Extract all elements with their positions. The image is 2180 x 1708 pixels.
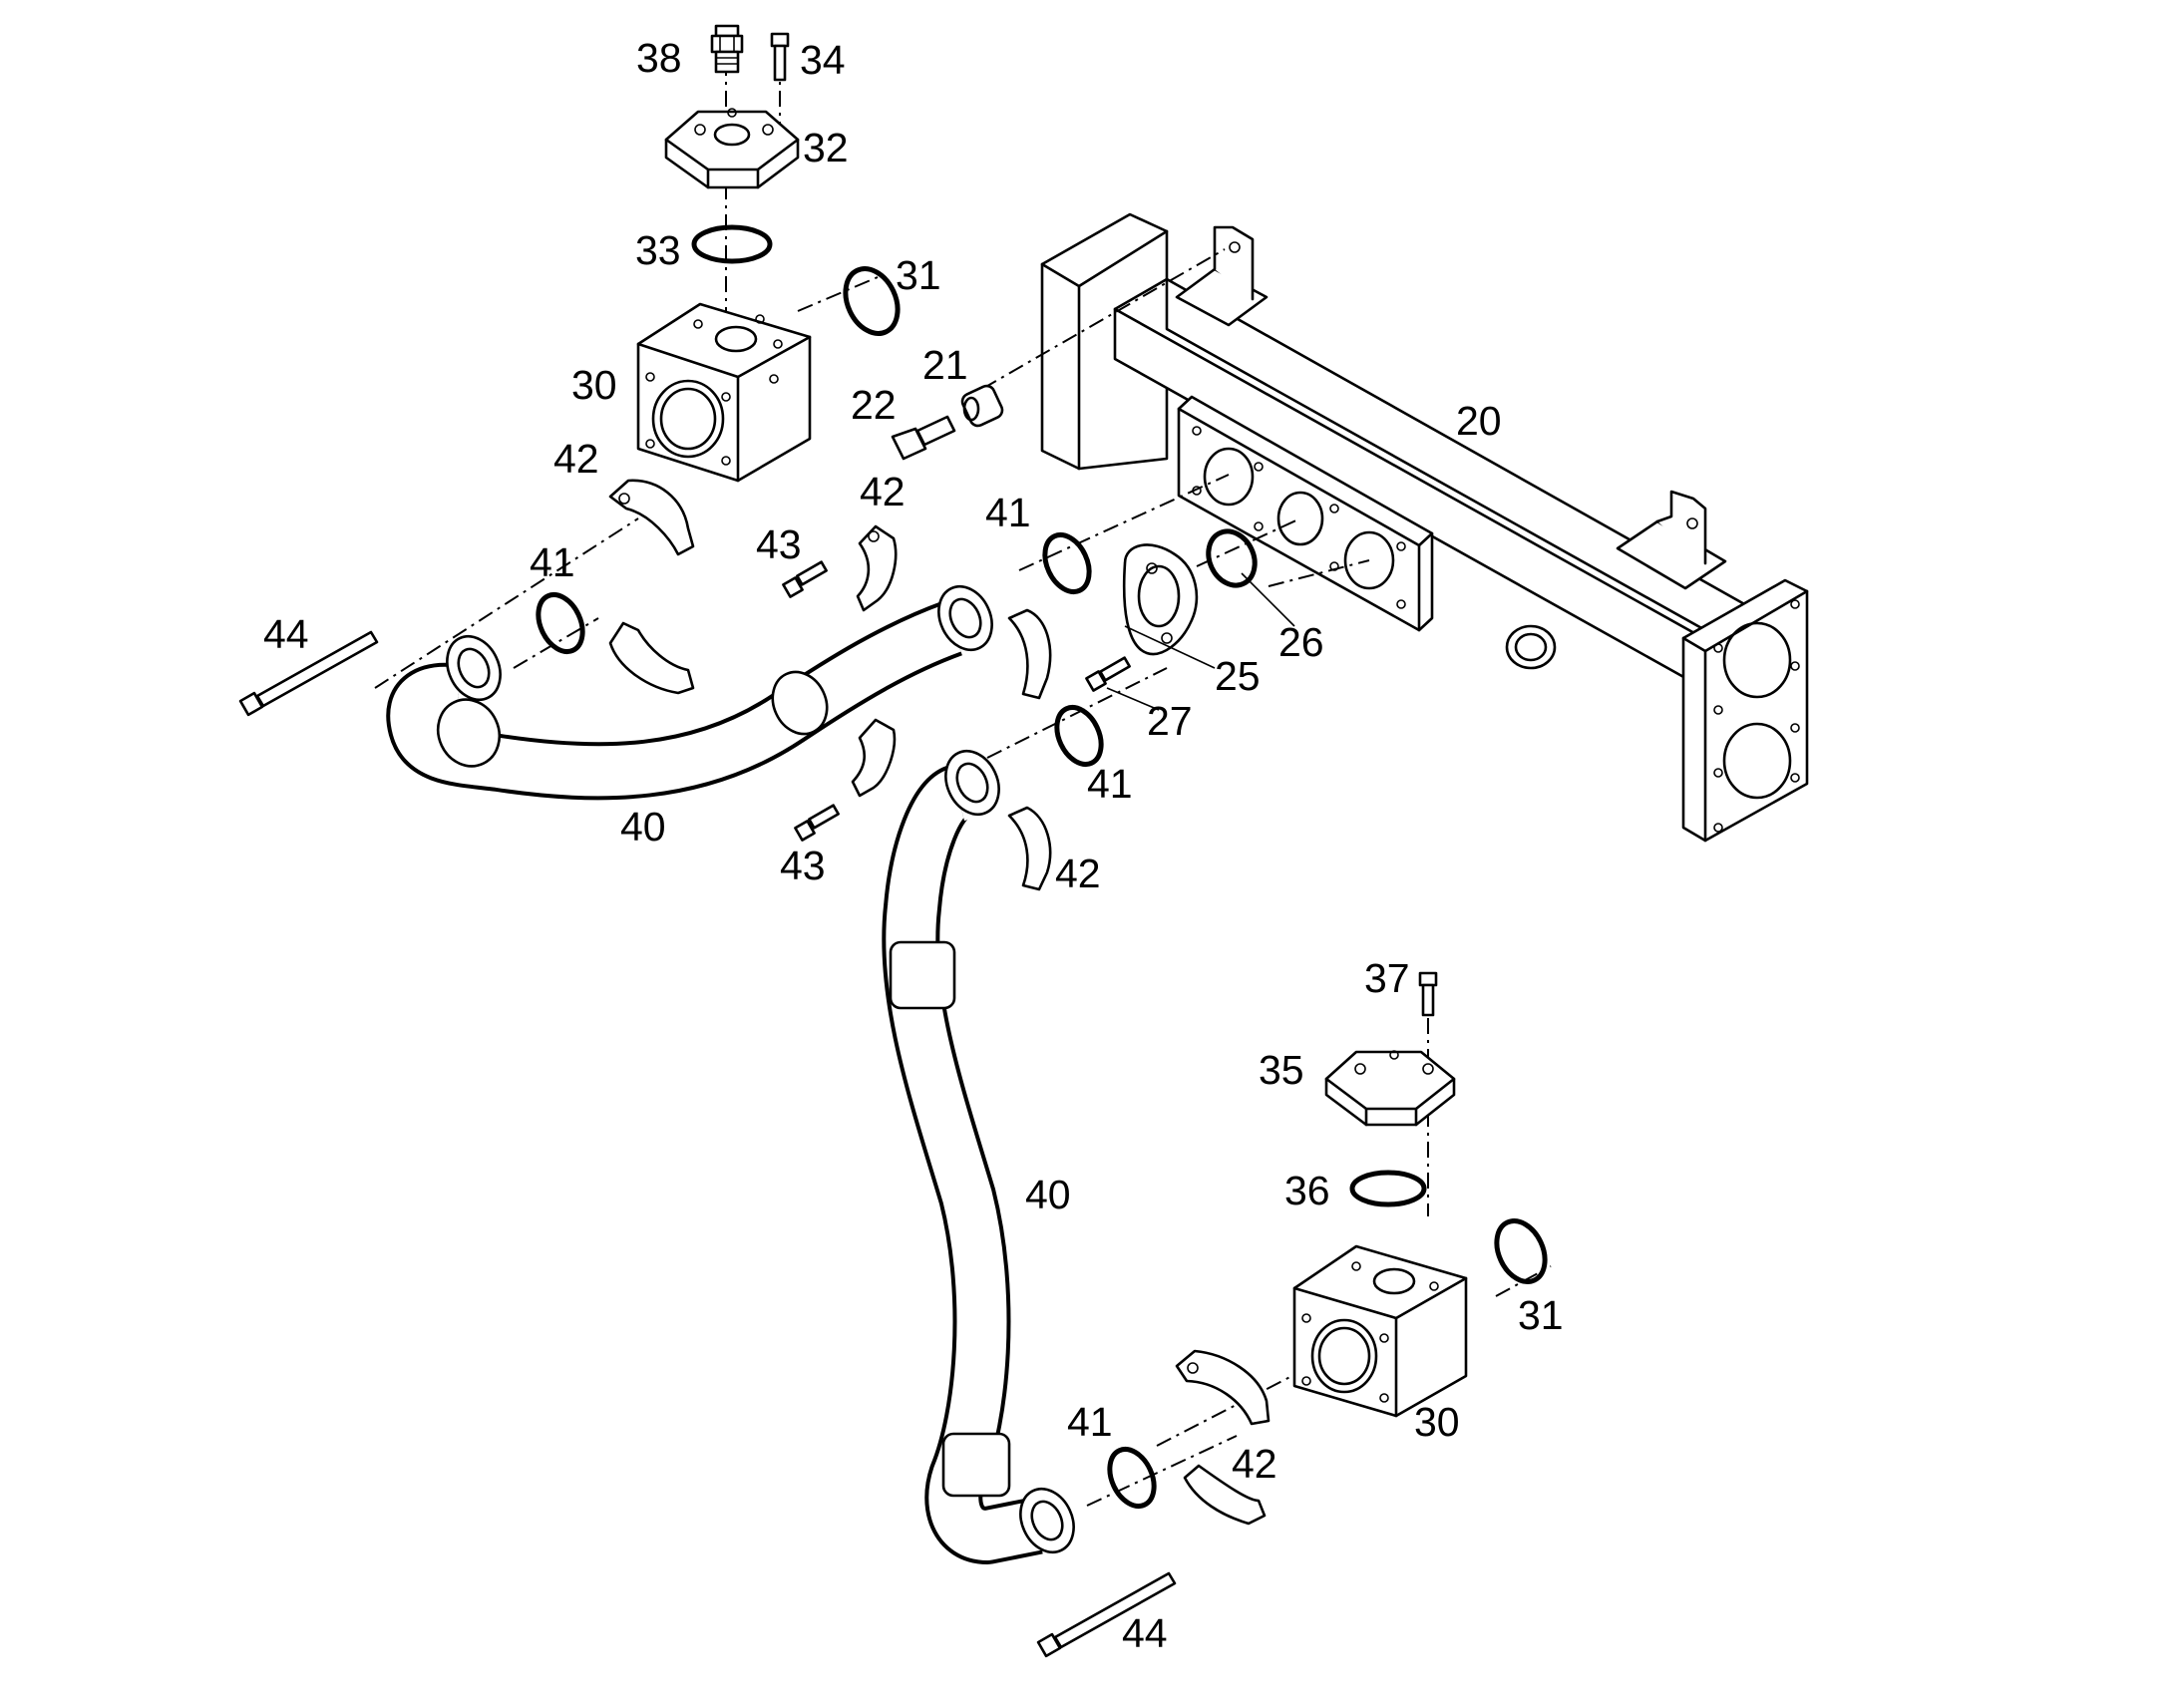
callout-31-upper: 31	[896, 252, 941, 298]
callout-labels: 38 34 32 33 31 30 21 22 20 42 42 43 41 4…	[263, 35, 1564, 1656]
bushing-part-21	[960, 384, 1004, 428]
callout-20: 20	[1456, 398, 1502, 444]
callout-40-lower: 40	[1025, 1172, 1071, 1217]
callout-43-a: 43	[756, 521, 802, 567]
callout-40-upper: 40	[620, 804, 666, 850]
callout-43-b: 43	[780, 843, 826, 888]
clamp-half-part-42-a	[608, 479, 695, 556]
clamp-half-part-42-e	[851, 718, 897, 798]
screw-part-43-b	[794, 804, 840, 842]
callout-36: 36	[1284, 1168, 1330, 1213]
callout-22: 22	[851, 382, 897, 428]
o-ring-part-41-b	[1042, 532, 1092, 594]
long-bolt-part-44-b	[1036, 1571, 1177, 1658]
hose-assembly-part-40-upper	[386, 584, 993, 801]
manifold-beam-part-20	[1040, 212, 1809, 843]
clamp-half-part-42-f	[1007, 806, 1052, 891]
flange-cover-part-35	[1324, 1050, 1456, 1127]
hose-assembly-part-40-lower	[882, 749, 1075, 1564]
callout-44-b: 44	[1122, 1610, 1168, 1656]
callout-42-a: 42	[553, 436, 599, 482]
screw-part-43-a	[782, 560, 828, 598]
callout-26: 26	[1278, 619, 1324, 665]
bolt-part-34	[770, 32, 790, 82]
valve-block-part-30-lower	[1292, 1244, 1468, 1418]
clamp-half-part-42-c	[856, 524, 898, 612]
callout-44-a: 44	[263, 611, 309, 657]
clamp-half-part-42-h	[1183, 1464, 1267, 1526]
long-bolt-part-44-a	[238, 630, 379, 717]
callout-30-lower: 30	[1414, 1399, 1460, 1445]
clamp-half-part-42-d	[1007, 608, 1052, 700]
bolt-part-37	[1418, 971, 1438, 1017]
callout-32: 32	[803, 125, 849, 171]
o-ring-part-36	[1349, 1170, 1427, 1207]
valve-block-part-30-upper	[636, 302, 812, 483]
o-ring-part-33	[691, 224, 773, 264]
callout-21: 21	[922, 342, 968, 388]
callout-42-d: 42	[1232, 1441, 1277, 1487]
callout-35: 35	[1259, 1047, 1304, 1093]
o-ring-part-41-a	[536, 592, 585, 654]
clamp-half-part-42-b	[608, 621, 695, 695]
o-ring-part-31-lower	[1494, 1218, 1548, 1284]
callout-37: 37	[1364, 955, 1410, 1001]
screw-part-27	[1085, 656, 1131, 692]
callout-42-c: 42	[1055, 851, 1101, 896]
callout-34: 34	[800, 37, 846, 83]
callout-38: 38	[636, 35, 682, 81]
clamp-half-part-42-g	[1175, 1349, 1271, 1426]
o-ring-part-26	[1206, 528, 1258, 588]
callout-31-lower: 31	[1518, 1292, 1564, 1338]
bolt-part-22	[891, 415, 956, 461]
o-ring-part-31-upper	[843, 266, 901, 336]
leader-lines	[1106, 572, 1295, 711]
callout-41-c: 41	[1087, 761, 1133, 807]
plug-part-38	[710, 24, 744, 74]
callout-30-upper: 30	[571, 362, 617, 408]
callout-27: 27	[1147, 698, 1193, 744]
o-ring-part-41-c	[1054, 705, 1104, 767]
o-ring-part-41-d	[1107, 1447, 1157, 1509]
callout-33: 33	[635, 227, 681, 273]
split-flange-part-25	[1122, 543, 1199, 656]
callout-42-b: 42	[860, 469, 906, 514]
callout-25: 25	[1215, 653, 1261, 699]
callout-41-b: 41	[985, 490, 1031, 535]
callout-41-d: 41	[1067, 1399, 1113, 1445]
flange-cover-part-32	[664, 108, 800, 189]
callout-41-a: 41	[530, 539, 575, 585]
